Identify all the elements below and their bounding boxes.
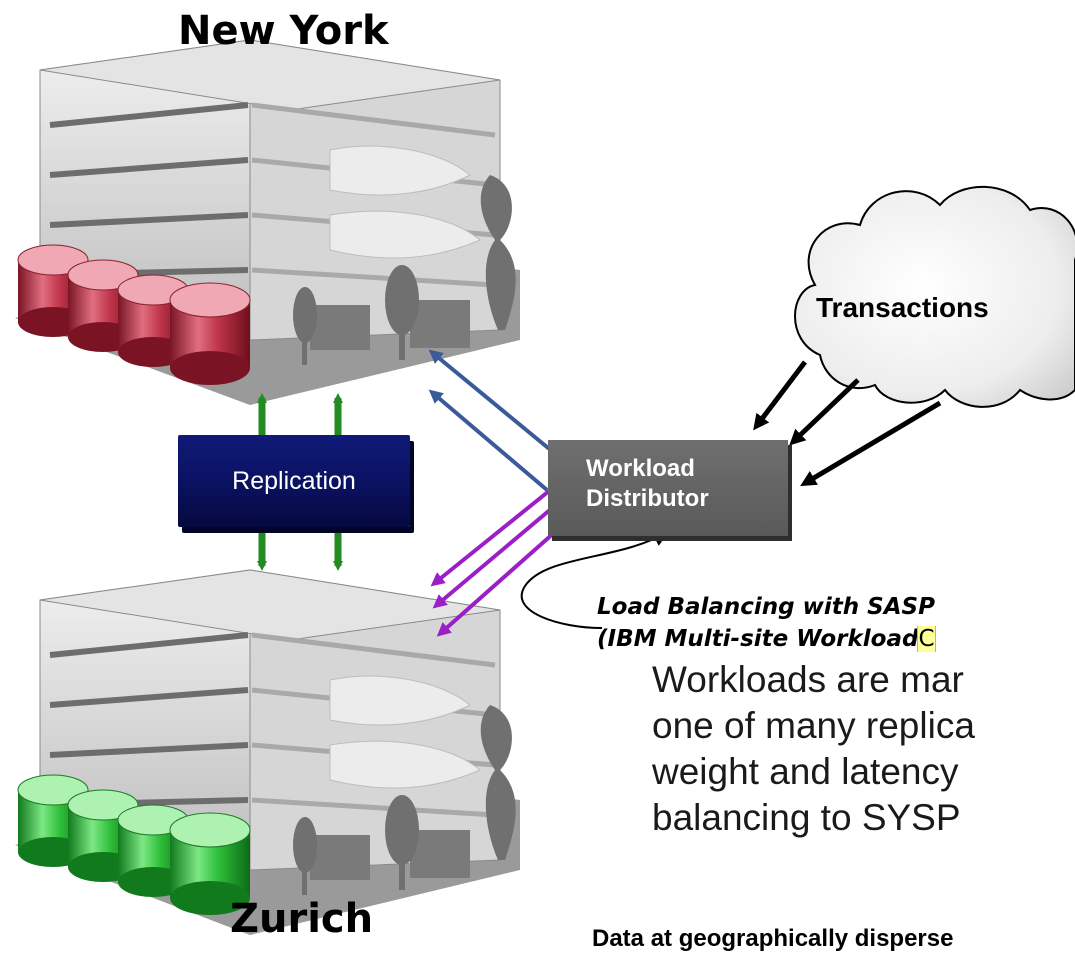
description-line: one of many replica [652, 705, 975, 746]
transaction-arrow-2 [789, 378, 860, 446]
zurich-routing-arrows [430, 489, 557, 637]
replication-box: Replication [178, 435, 410, 527]
transactions-label: Transactions [816, 292, 989, 323]
new-york-route-arrow-1 [428, 349, 555, 454]
description-text: Workloads are mar one of many replica we… [652, 657, 1075, 841]
replication-arrows [257, 393, 343, 571]
transactions-cloud [794, 185, 1075, 408]
load-balancing-caption-prefix: (IBM Multi-site Workload [597, 626, 919, 652]
text-cursor-highlight: C [917, 626, 936, 652]
transaction-arrows [753, 360, 942, 487]
new-york-routing-arrows [428, 349, 555, 492]
transaction-arrow-3 [800, 400, 942, 487]
zurich-trees [293, 705, 516, 895]
zurich-route-arrow-3 [436, 530, 557, 637]
new-york-label: New York [178, 8, 389, 54]
load-balancing-feedback-arrow [520, 531, 670, 629]
description-line: weight and latency [652, 751, 959, 792]
load-balancing-caption-line-2: (IBM Multi-site WorkloadC [597, 626, 1075, 652]
new-york-storage-icon [17, 244, 251, 385]
new-york-trees [293, 175, 516, 365]
workload-distributor-box: Workload Distributor [548, 440, 788, 536]
new-york-route-arrow-2 [428, 389, 549, 492]
replication-label: Replication [232, 466, 356, 495]
zurich-storage-icon [17, 774, 251, 915]
footer-text: Data at geographically disperse [592, 925, 954, 952]
description-line: balancing to SYSP [652, 797, 961, 838]
transaction-arrow-1 [753, 360, 807, 431]
load-balancing-caption-line-1: Load Balancing with SASP [597, 594, 935, 620]
new-york-building [15, 39, 520, 405]
zurich-label: Zurich [230, 896, 374, 942]
zurich-route-arrow-2 [432, 507, 553, 609]
zurich-route-arrow-1 [430, 489, 551, 587]
description-line: Workloads are mar [652, 659, 964, 700]
